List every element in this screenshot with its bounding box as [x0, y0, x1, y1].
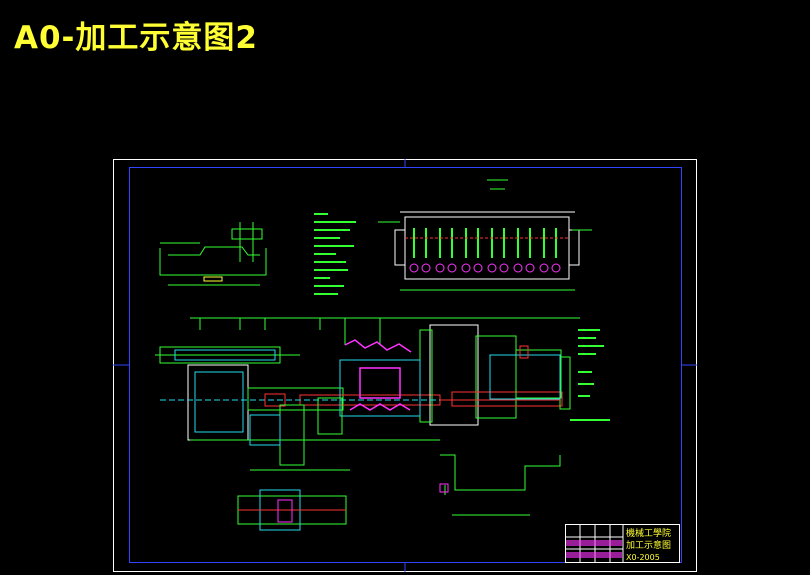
profile-sketch	[439, 454, 561, 516]
detail-sketch-left	[159, 222, 267, 286]
main-assembly-outline	[155, 317, 580, 441]
section-view-holes	[409, 263, 561, 273]
main-assembly-magenta	[344, 339, 412, 411]
right-annotations	[570, 329, 610, 421]
main-assembly-cyan	[160, 349, 561, 433]
section-view-teeth	[413, 228, 557, 258]
title-block-row-3: X0-2005	[626, 553, 660, 562]
drawing-frame	[129, 167, 682, 563]
page-title: A0-加工示意图2	[14, 20, 258, 56]
title-block-row-1: 機械工學院	[626, 527, 671, 539]
technical-notes	[314, 213, 356, 295]
title-block: 機械工學院 加工示意图 X0-2005	[565, 524, 680, 563]
main-assembly-red	[264, 345, 560, 407]
title-block-row-2: 加工示意图	[626, 539, 671, 551]
section-view-top	[378, 179, 592, 291]
lower-vertical-unit	[237, 397, 350, 531]
